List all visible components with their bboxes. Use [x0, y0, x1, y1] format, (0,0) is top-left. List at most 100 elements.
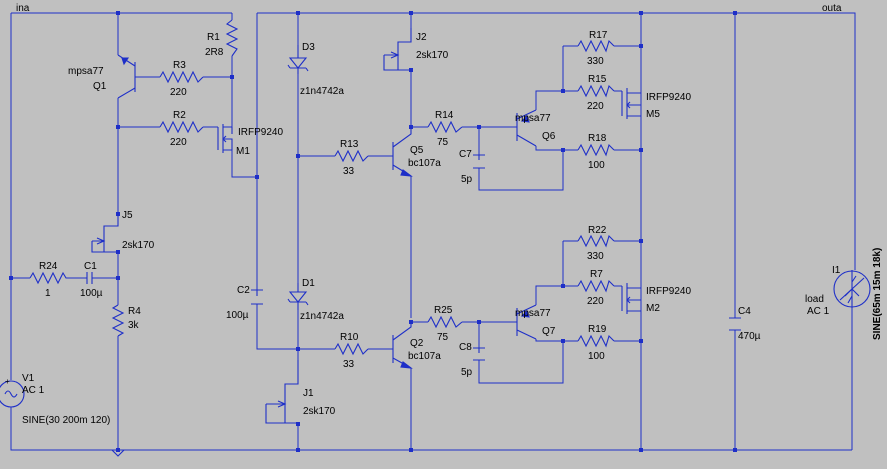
- r24-value: 1: [45, 288, 51, 299]
- i1-value: AC 1: [807, 306, 830, 317]
- r22-value: 330: [587, 251, 604, 262]
- r25-value: 75: [437, 332, 449, 343]
- j5-model: 2sk170: [122, 240, 155, 251]
- q1-ref: Q1: [93, 81, 107, 92]
- r15-ref: R15: [588, 74, 607, 85]
- resistor-r4: R4 3k: [111, 304, 141, 337]
- r17-value: 330: [587, 56, 604, 67]
- r24-ref: R24: [39, 261, 58, 272]
- m1-model: IRFP9240: [238, 127, 283, 138]
- resistor-r14: R14 75: [427, 110, 463, 148]
- r17-ref: R17: [589, 30, 608, 41]
- q6-ref: Q6: [542, 131, 556, 142]
- m1-ref: M1: [236, 146, 250, 157]
- c4-ref: C4: [738, 306, 751, 317]
- c7-value: 5p: [461, 174, 473, 185]
- r1-ref: R1: [207, 32, 220, 43]
- r3-value: 220: [170, 87, 187, 98]
- source-v1: + V1 AC 1 SINE(30 200m 120): [0, 373, 110, 426]
- capacitor-c7: C7 5p: [459, 149, 485, 185]
- current-source-i1: I1 load AC 1 SINE(65m 15m 18k): [805, 248, 883, 340]
- r22-ref: R22: [588, 225, 607, 236]
- capacitor-c1: C1 100µ: [74, 261, 104, 299]
- q5-ref: Q5: [410, 145, 424, 156]
- jfet-j2: J2 2sk170: [383, 28, 449, 71]
- r3-ref: R3: [173, 60, 186, 71]
- resistor-r18: R18 100: [577, 133, 615, 171]
- r14-ref: R14: [435, 110, 454, 121]
- d3-model: z1n4742a: [300, 86, 344, 97]
- net-label-input: ina: [16, 3, 30, 14]
- resistor-r15: R15 220: [577, 74, 615, 112]
- transistor-q7: mpsa77 Q7: [500, 304, 556, 340]
- j1-ref: J1: [303, 388, 314, 399]
- r2-ref: R2: [173, 110, 186, 121]
- r25-ref: R25: [434, 305, 453, 316]
- resistor-r25: R25 75: [427, 305, 463, 343]
- q5-model: bc107a: [408, 158, 441, 169]
- r19-value: 100: [588, 351, 605, 362]
- m2-model: IRFP9240: [646, 286, 691, 297]
- i1-source: SINE(65m 15m 18k): [872, 248, 883, 340]
- q2-ref: Q2: [410, 338, 424, 349]
- r13-ref: R13: [340, 139, 359, 150]
- jfet-j1: J1 2sk170: [265, 360, 336, 424]
- resistor-r22: R22 330: [577, 225, 615, 262]
- q6-model: mpsa77: [515, 113, 551, 124]
- r10-ref: R10: [340, 332, 359, 343]
- q2-model: bc107a: [408, 351, 441, 362]
- r7-value: 220: [587, 296, 604, 307]
- m2-ref: M2: [646, 303, 660, 314]
- r10-value: 33: [343, 359, 355, 370]
- m5-model: IRFP9240: [646, 92, 691, 103]
- wires: [10, 12, 856, 451]
- mosfet-m1: IRFP9240 M1: [217, 124, 283, 157]
- jfet-j5: J5 2sk170: [91, 210, 155, 253]
- resistor-r3: R3 220: [159, 60, 204, 98]
- j2-ref: J2: [416, 32, 427, 43]
- resistor-r24: R24 1: [29, 261, 74, 299]
- r1-value: 2R8: [205, 47, 224, 58]
- d1-model: z1n4742a: [300, 311, 344, 322]
- transistor-q2: Q2 bc107a: [384, 322, 441, 369]
- capacitor-c2: C2 100µ: [226, 285, 263, 321]
- c8-ref: C8: [459, 342, 472, 353]
- i1-ref: I1: [832, 265, 841, 276]
- q7-model: mpsa77: [515, 308, 551, 319]
- resistor-r1: R1 2R8: [205, 19, 239, 58]
- j5-ref: J5: [122, 210, 133, 221]
- svg-text:+: +: [5, 377, 10, 386]
- resistor-r19: R19 100: [577, 324, 615, 362]
- ground-icon: [110, 449, 126, 457]
- r7-ref: R7: [590, 269, 603, 280]
- mosfet-m2: IRFP9240 M2: [621, 283, 691, 314]
- zener-d3: D3 z1n4742a: [287, 42, 344, 97]
- r4-value: 3k: [128, 320, 140, 331]
- transistor-q1: mpsa77 Q1: [68, 54, 140, 99]
- r18-ref: R18: [588, 133, 607, 144]
- c2-value: 100µ: [226, 310, 249, 321]
- resistor-r17: R17 330: [577, 30, 615, 67]
- resistor-r13: R13 33: [334, 139, 369, 177]
- c8-value: 5p: [461, 367, 473, 378]
- r14-value: 75: [437, 137, 449, 148]
- i1-name: load: [805, 294, 824, 305]
- c4-value: 470µ: [738, 331, 761, 342]
- c2-ref: C2: [237, 285, 250, 296]
- q1-model: mpsa77: [68, 66, 104, 77]
- r4-ref: R4: [128, 306, 141, 317]
- q7-ref: Q7: [542, 326, 556, 337]
- capacitor-c8: C8 5p: [459, 342, 485, 378]
- r2-value: 220: [170, 137, 187, 148]
- net-label-output: outa: [822, 3, 842, 14]
- d3-ref: D3: [302, 42, 315, 53]
- m5-ref: M5: [646, 109, 660, 120]
- resistor-r2: R2 220: [159, 110, 204, 148]
- transistor-q6: mpsa77 Q6: [500, 109, 556, 147]
- v1-ref: V1: [22, 373, 35, 384]
- r19-ref: R19: [588, 324, 607, 335]
- transistor-q5: Q5 bc107a: [384, 127, 441, 177]
- v1-value: AC 1: [22, 385, 45, 396]
- r18-value: 100: [588, 160, 605, 171]
